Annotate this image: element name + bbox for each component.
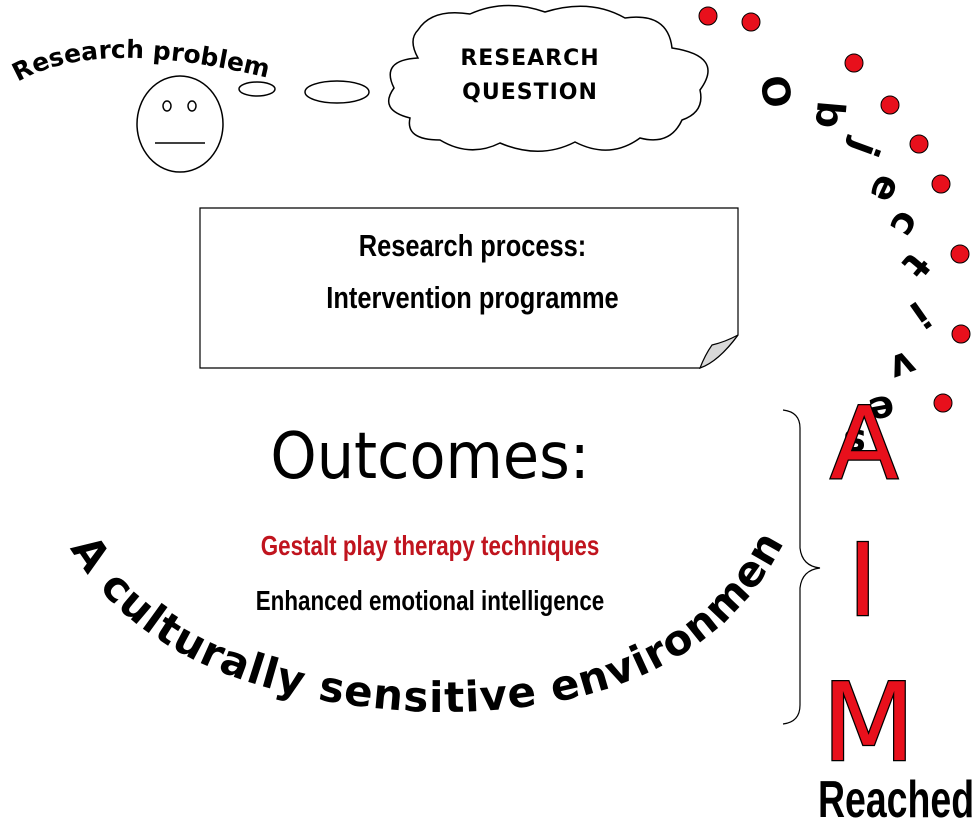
outcome-item-gestalt: Gestalt play therapy techniques (260, 530, 600, 561)
objective-letter: i (902, 293, 938, 337)
process-box-line1: Research process: (358, 228, 587, 263)
outcome-item-emotional: Enhanced emotional intelligence (255, 585, 605, 616)
objective-dot (741, 12, 761, 32)
objective-letter: s (843, 421, 866, 465)
outcomes-title: Outcomes: (270, 420, 590, 494)
objective-dot (698, 6, 718, 26)
objective-dot (844, 53, 864, 73)
objective-letter: j (842, 133, 888, 162)
objective-letter: c (881, 204, 930, 246)
research-question-text: RESEARCH QUESTION (420, 42, 640, 110)
aim-letter-m: M (822, 661, 915, 786)
aim-letter-i: I (848, 522, 878, 639)
objectives-label: O b j e c t i v e s (751, 72, 939, 465)
objective-letter: e (861, 168, 912, 210)
research-question-line1: RESEARCH (460, 46, 600, 71)
objective-letter: O (751, 72, 800, 111)
objective-dot (909, 134, 929, 154)
aim-brace (782, 409, 821, 725)
reached-question: Reached? (818, 771, 974, 829)
thinking-face-icon (136, 75, 224, 173)
research-problem-label: Research problem (7, 35, 272, 87)
thought-bubble-small (238, 81, 276, 97)
objective-dot (933, 393, 953, 413)
aim-letter-a: A (830, 385, 898, 502)
objective-letter: t (893, 244, 938, 286)
research-question-cloud (388, 4, 709, 152)
objective-dots (698, 6, 971, 413)
aim-letters: A I M (821, 384, 917, 788)
process-box-line2: Intervention programme (326, 280, 619, 315)
objective-dot (931, 174, 951, 194)
objective-dot (950, 244, 970, 264)
research-question-line2: QUESTION (462, 80, 598, 105)
objective-letter: v (883, 342, 922, 392)
objective-letter: b (807, 99, 853, 130)
process-box-curl (698, 334, 739, 369)
objective-dot (880, 95, 900, 115)
thought-bubble-medium (304, 80, 370, 104)
process-box-text: Research process: Intervention programme (205, 228, 740, 316)
objective-dot (951, 324, 971, 344)
